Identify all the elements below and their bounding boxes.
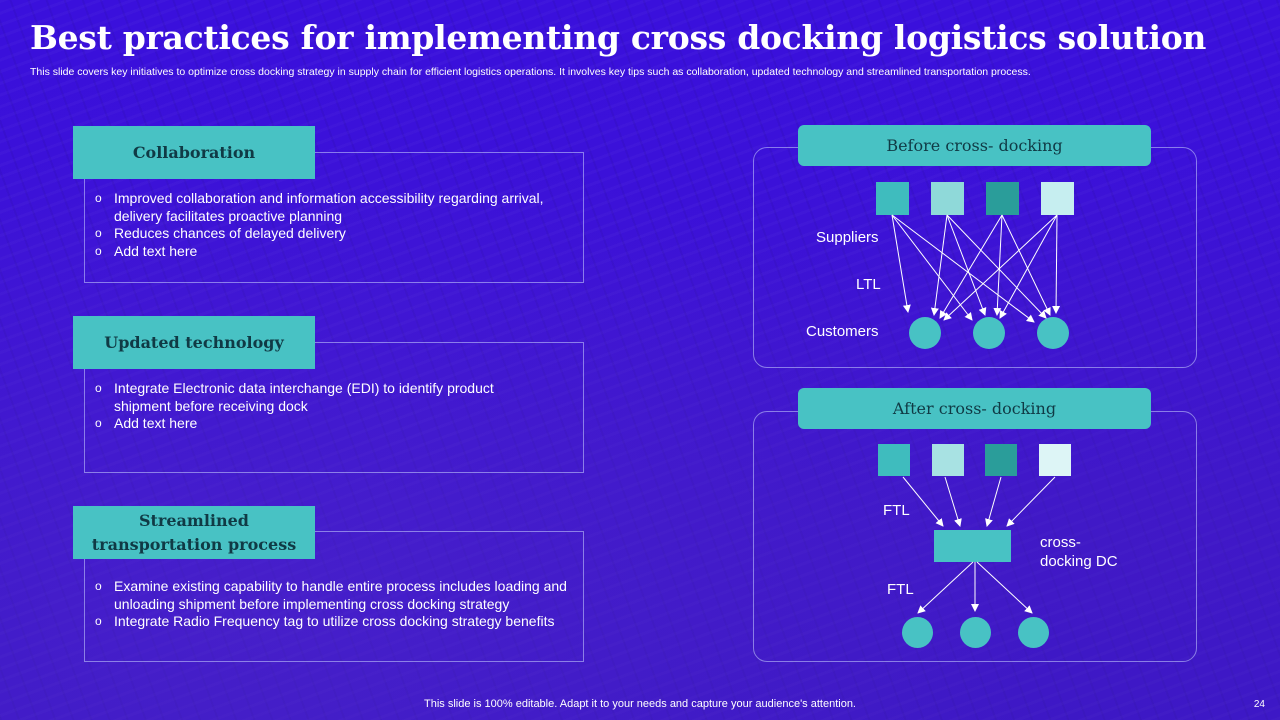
arrow-line <box>917 561 974 614</box>
arrow-line <box>985 476 1002 527</box>
bullet-icon: o <box>95 381 102 395</box>
streamlined-transport-header: Streamlined transportation process <box>73 506 315 559</box>
bullet-icon: o <box>95 614 102 628</box>
arrow-line <box>944 476 962 527</box>
slide-title: Best practices for implementing cross do… <box>30 18 1207 57</box>
customers-label: Customers <box>806 323 879 340</box>
ltl-label: LTL <box>856 276 881 293</box>
supplier-box <box>878 444 910 476</box>
arrow-line <box>946 214 1047 319</box>
arrow-line <box>1052 214 1061 314</box>
arrow-line <box>946 214 987 316</box>
cross-docking-dc-box <box>934 530 1011 562</box>
dc-label-line1: cross- <box>1040 534 1081 551</box>
ftl-top-label: FTL <box>883 502 910 519</box>
updated-technology-box <box>84 342 584 473</box>
supplier-box <box>985 444 1017 476</box>
arrow-line <box>891 214 1035 323</box>
supplier-box <box>931 182 964 215</box>
supplier-box <box>1039 444 1071 476</box>
arrow-line <box>902 476 944 527</box>
streamlined-transport-box <box>84 531 584 662</box>
collaboration-header: Collaboration <box>73 126 315 179</box>
supplier-box <box>932 444 964 476</box>
arrow-line <box>999 214 1058 319</box>
bullet-icon: o <box>95 226 102 240</box>
arrow-line <box>939 214 1003 319</box>
arrow-line <box>1001 214 1051 316</box>
bullet-icon: o <box>95 416 102 430</box>
dc-label-line2: docking DC <box>1040 553 1118 570</box>
updated-technology-header: Updated technology <box>73 316 315 369</box>
ftl-bottom-label: FTL <box>887 581 914 598</box>
bullet-icon: o <box>95 579 102 593</box>
arrow-line <box>930 214 948 316</box>
after-cross-docking-header: After cross- docking <box>798 388 1151 429</box>
customer-circle <box>973 317 1005 349</box>
arrow-line <box>943 214 1058 321</box>
supplier-box <box>876 182 909 215</box>
arrow-line <box>891 214 911 313</box>
customer-circle <box>960 617 991 648</box>
footer-note: This slide is 100% editable. Adapt it to… <box>424 698 856 710</box>
slide-subtitle: This slide covers key initiatives to opt… <box>30 66 1031 78</box>
arrow-line <box>993 214 1003 316</box>
bullet-icon: o <box>95 243 102 258</box>
arrow-line <box>1006 476 1056 527</box>
supplier-box <box>986 182 1019 215</box>
bullet-icon: o <box>95 191 102 205</box>
customer-circle <box>1037 317 1069 349</box>
customer-circle <box>909 317 941 349</box>
customer-circle <box>1018 617 1049 648</box>
page-number: 24 <box>1253 699 1265 710</box>
collaboration-box <box>84 152 584 283</box>
arrow-line <box>891 214 973 321</box>
before-cross-docking-header: Before cross- docking <box>798 125 1151 166</box>
arrow-line <box>976 561 1033 614</box>
suppliers-label: Suppliers <box>816 229 879 246</box>
supplier-box <box>1041 182 1074 215</box>
customer-circle <box>902 617 933 648</box>
